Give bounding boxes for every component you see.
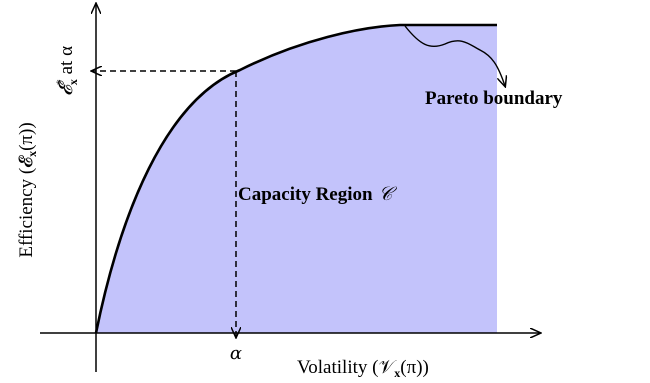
x-axis-label: Volatility (𝒱x(π)) (297, 357, 429, 380)
y-axis-label: Efficiency (𝓔x(π)) (16, 122, 39, 257)
efficiency-curve (94, 23, 497, 334)
pareto-boundary-arrow (404, 25, 505, 86)
alpha-tick-label: α (230, 343, 242, 364)
capacity-region-fill (96, 25, 497, 333)
pareto-boundary-label: Pareto boundary (425, 88, 563, 109)
optimal-efficiency-label: 𝓔*x at α (53, 46, 80, 96)
